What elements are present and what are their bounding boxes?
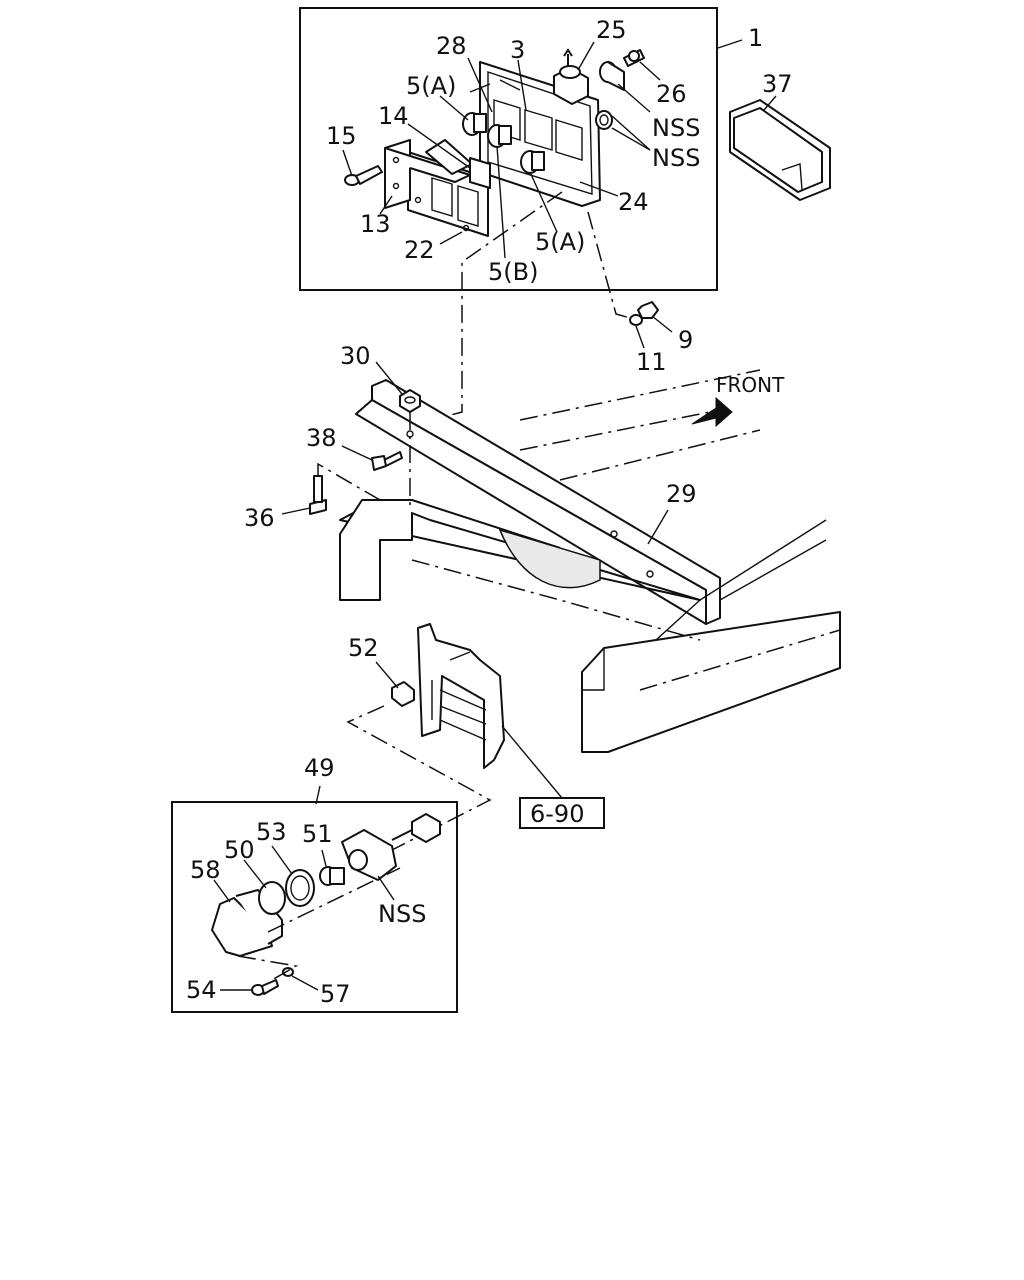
reference-box-6-90[interactable] [519,797,605,829]
label-15: 15 [326,122,357,150]
dash-lamp-to-nut [587,211,631,319]
label-5a-bottom: 5(A) [535,228,585,256]
label-nss-1: NSS [652,114,700,142]
label-37: 37 [762,70,793,98]
label-29: 29 [666,480,697,508]
bolt-part-38 [371,451,403,471]
label-57: 57 [320,980,351,1008]
lamp-bracket [417,623,505,769]
label-nss-3: NSS [378,900,426,928]
switch-part-25 [553,48,589,105]
leader-38 [341,445,373,461]
front-arrow-icon [691,396,733,428]
label-24: 24 [618,188,649,216]
label-54: 54 [186,976,217,1004]
label-28: 28 [436,32,467,60]
label-ref-6-90[interactable]: 6-90 [530,800,584,828]
nut-part-9 [629,301,659,326]
label-front: FRONT [716,373,785,397]
bulb-part-51 [319,866,345,886]
gasket-part-14b [469,157,491,189]
plate-part-13 [384,139,471,209]
socket-nss-bottom [341,813,441,881]
frame-rails [339,369,841,753]
leader-9-11 [635,315,673,349]
screw-part-15 [344,165,383,186]
screw-part-26 [623,49,645,67]
label-9: 9 [678,326,693,354]
washer-part-57 [282,967,294,977]
label-52: 52 [348,634,379,662]
label-22: 22 [404,236,435,264]
leaders-bottom [213,845,395,991]
label-5b: 5(B) [488,258,538,286]
label-25: 25 [596,16,627,44]
label-11: 11 [636,348,667,376]
label-5a-top: 5(A) [406,72,456,100]
label-26: 26 [656,80,687,108]
dash-lamp-to-bracket [431,191,563,421]
leader-6-90 [501,725,563,799]
nut-part-30 [399,389,421,413]
label-nss-2: NSS [652,144,700,172]
socket-nss [595,61,625,130]
part-37 [729,95,831,201]
dash-bottom [237,955,299,981]
bulbs-5 [462,112,545,174]
label-3: 3 [510,36,525,64]
dash-bottom-2 [267,867,401,933]
leader-52 [375,661,399,689]
label-14: 14 [378,102,409,130]
label-51: 51 [302,820,333,848]
leader-29 [647,509,669,545]
leader-49 [315,785,321,805]
callout-labels: 1 28 3 25 26 NSS NSS 5(A) 14 15 13 22 5(… [186,16,793,1008]
lamp-49-inset-box [171,801,458,1013]
lens-part-50 [258,881,286,915]
leaders-top [342,39,743,259]
screw-part-54 [251,979,279,996]
bracket-part-29 [355,379,721,625]
label-1: 1 [748,24,763,52]
label-50: 50 [224,836,255,864]
label-49: 49 [304,754,335,782]
lamp-assembly-inset-box [299,7,718,291]
bolt-part-36 [309,475,327,515]
leader-30 [375,361,403,395]
label-36: 36 [244,504,275,532]
leader-36 [281,507,311,515]
label-38: 38 [306,424,337,452]
gasket-part-53 [285,869,315,907]
label-13: 13 [360,210,391,238]
label-30: 30 [340,342,371,370]
dash-36 [317,462,381,501]
label-53: 53 [256,818,287,846]
label-58: 58 [190,856,221,884]
